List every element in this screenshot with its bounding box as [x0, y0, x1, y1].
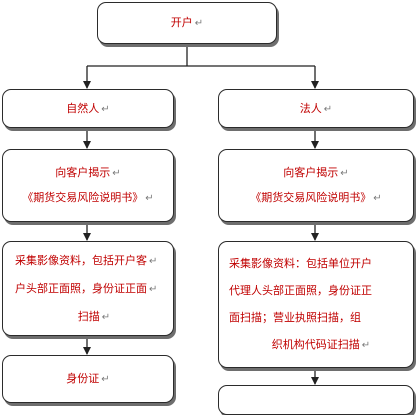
- paragraph-mark: ↵: [145, 192, 154, 204]
- paragraph-mark: ↵: [361, 340, 371, 351]
- risk-disclosure-legal-line1: 向客户揭示↵: [283, 165, 349, 179]
- paragraph-mark: ↵: [373, 192, 382, 204]
- open-account-label: 开户↵: [170, 16, 204, 29]
- connector-lines: [83, 44, 319, 385]
- risk-disclosure-natural-line2: 《期货交易风险说明书》↵: [22, 190, 154, 204]
- paragraph-mark: ↵: [101, 103, 110, 115]
- risk-disclosure-natural-box: 向客户揭示↵ 《期货交易风险说明书》↵: [2, 149, 174, 222]
- risk-disclosure-legal-line2: 《期货交易风险说明书》↵: [250, 190, 382, 204]
- paragraph-mark: ↵: [149, 283, 158, 295]
- natural-person-label: 自然人↵: [66, 101, 110, 115]
- risk-disclosure-natural-line1: 向客户揭示↵: [55, 165, 121, 179]
- legal-person-label: 法人↵: [299, 101, 333, 115]
- paragraph-mark: ↵: [112, 167, 121, 179]
- legal-person-box: 法人↵: [218, 89, 414, 128]
- image-collection-legal-box: 采集影像资料：包括单位开户 代理人头部正面照，身份证正 面扫描；营业执照扫描，组…: [218, 241, 414, 368]
- image-collection-natural-box: 采集影像资料，包括开户客↵ 户头部正面照，身份证正面↵ 扫描↵: [2, 241, 174, 336]
- id-card-label: 身份证↵: [66, 372, 110, 385]
- account-opening-flowchart: 开户↵ 自然人↵ 法人↵ 向客户揭示↵ 《期货交易风险说明书》↵ 向客户揭示↵ …: [2, 2, 414, 415]
- image-collection-natural-line3: 扫描↵: [77, 309, 111, 323]
- image-collection-legal-line4: 织机构代码证扫描↵: [271, 338, 371, 351]
- risk-disclosure-legal-box: 向客户揭示↵ 《期货交易风险说明书》↵: [218, 149, 414, 222]
- next-step-box: [218, 385, 414, 415]
- open-account-box: 开户↵: [97, 2, 277, 44]
- image-collection-natural-line1: 采集影像资料，包括开户客↵: [15, 253, 158, 267]
- paragraph-mark: ↵: [149, 255, 158, 267]
- paragraph-mark: ↵: [194, 18, 204, 29]
- natural-person-box: 自然人↵: [2, 89, 174, 128]
- paragraph-mark: ↵: [101, 311, 111, 323]
- paragraph-mark: ↵: [323, 103, 333, 115]
- paragraph-mark: ↵: [340, 167, 349, 179]
- image-collection-legal-line3: 面扫描；营业执照扫描，组: [229, 311, 361, 324]
- image-collection-natural-line2: 户头部正面照，身份证正面↵: [15, 281, 158, 295]
- image-collection-legal-line1: 采集影像资料：包括单位开户: [229, 257, 372, 270]
- image-collection-legal-line2: 代理人头部正面照，身份证正: [229, 284, 372, 297]
- paragraph-mark: ↵: [101, 374, 110, 385]
- id-card-box: 身份证↵: [2, 355, 174, 403]
